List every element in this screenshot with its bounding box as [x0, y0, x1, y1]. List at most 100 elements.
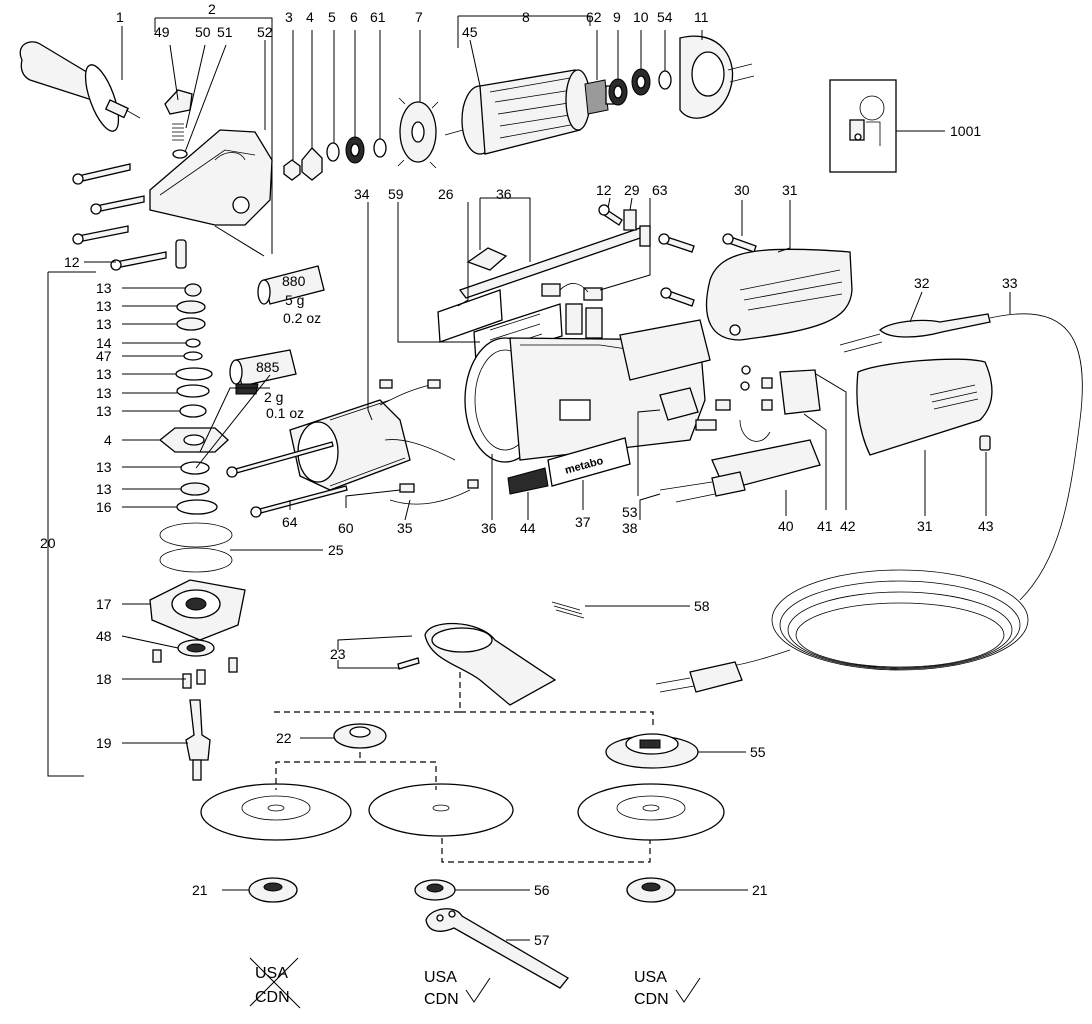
- gear-stack-parts: [158, 283, 229, 515]
- part-label: 17: [96, 596, 112, 612]
- part-label: 63: [652, 182, 668, 198]
- grease-tube-880: [257, 265, 325, 305]
- spanner-part: [425, 908, 569, 989]
- part-label: 49: [154, 24, 170, 40]
- region-mark-approved-center: USA CDN: [424, 969, 491, 1008]
- part-label: 13: [96, 481, 112, 497]
- part-label: 1: [116, 9, 124, 25]
- spindle-part: [185, 699, 211, 781]
- part-label: 34: [354, 186, 370, 202]
- switch-assembly-part: [659, 365, 821, 431]
- part-label: 40: [778, 518, 794, 534]
- support-flange-part: [333, 723, 387, 749]
- power-cord-part: [655, 313, 1083, 693]
- part-label: 13: [96, 403, 112, 419]
- grinding-disc-right: [577, 783, 725, 841]
- switch-detail-inset: [829, 79, 897, 173]
- seal-part: [177, 639, 215, 657]
- clamp-nut-left: [248, 877, 298, 903]
- wheel-guard-part: [397, 622, 557, 706]
- part-label: 3: [285, 9, 293, 25]
- brush-holder-parts: [541, 204, 637, 339]
- part-label: 25: [328, 542, 344, 558]
- gear-housing-part: [149, 129, 273, 269]
- stator-part: [289, 379, 456, 491]
- cross-mark-icon: [249, 957, 301, 1009]
- part-label: 33: [1002, 275, 1018, 291]
- check-mark-icon: [465, 977, 491, 1003]
- part-label: 7: [415, 9, 423, 25]
- check-mark-icon: [675, 977, 701, 1003]
- part-label: 21: [192, 882, 208, 898]
- part-label: 14: [96, 335, 112, 351]
- part-label: 64: [282, 514, 298, 530]
- bearing-flange-part: [149, 579, 246, 641]
- part-label: 11: [694, 9, 709, 25]
- part-label: 13: [96, 385, 112, 401]
- switch-rod-part: [458, 225, 651, 299]
- part-label: 10: [633, 9, 649, 25]
- part-label: 4: [104, 432, 112, 448]
- region-mark-line1: USA: [424, 969, 457, 986]
- bearing-seat-part: [679, 35, 755, 119]
- electronic-module-part: [659, 419, 821, 503]
- small-label-part: [507, 467, 549, 495]
- part-label: 16: [96, 499, 112, 515]
- o-ring-parts: [159, 522, 233, 573]
- part-label: 13: [96, 316, 112, 332]
- part-label: 48: [96, 628, 112, 644]
- part-label: 21: [752, 882, 768, 898]
- part-label: 41: [817, 518, 833, 534]
- connection-wires: [389, 479, 479, 505]
- part-label: 31: [782, 182, 798, 198]
- fuse-part: [979, 435, 991, 451]
- wire-clip-part: [551, 601, 585, 619]
- part-label: 35: [397, 520, 413, 536]
- region-mark-line2: CDN: [424, 991, 459, 1008]
- part-label: 13: [96, 459, 112, 475]
- region-mark-crossed: USA CDN: [249, 957, 301, 1009]
- part-label: 36: [496, 186, 512, 202]
- part-label: 59: [388, 186, 404, 202]
- part-label: 13: [96, 366, 112, 382]
- armature-part: [444, 69, 621, 155]
- part-label: 4: [306, 9, 314, 25]
- grease-tube-885: [229, 349, 297, 395]
- part-label: 29: [624, 182, 640, 198]
- part-label: 58: [694, 598, 710, 614]
- grease-885-annotation: 885 2 g 0.1 oz: [256, 359, 304, 421]
- handle-shell-lower: [856, 358, 993, 456]
- housing-screws: [72, 163, 167, 271]
- part-label: 43: [978, 518, 994, 534]
- leader-lines: [47, 15, 1011, 941]
- part-label: 56: [534, 882, 550, 898]
- grease-880-annotation: 880 5 g 0.2 oz: [282, 273, 321, 326]
- quick-nut-part: [605, 733, 699, 769]
- grease-885-code: 885: [256, 359, 280, 375]
- air-baffle-part: [397, 97, 439, 169]
- armature-bearings: [608, 68, 672, 106]
- part-label: 2: [208, 1, 216, 17]
- part-label: 9: [613, 9, 621, 25]
- part-label: 50: [195, 24, 211, 40]
- part-label: 61: [370, 9, 386, 25]
- part-label: 12: [64, 254, 80, 270]
- part-label: 26: [438, 186, 454, 202]
- part-label: 57: [534, 932, 550, 948]
- part-label: 13: [96, 298, 112, 314]
- grease-880-code: 880: [282, 273, 306, 289]
- region-mark-line2: CDN: [634, 991, 669, 1008]
- grease-885-ounces: 0.1 oz: [266, 405, 304, 421]
- part-label: 55: [750, 744, 766, 760]
- brand-plate-part: metabo: [547, 437, 631, 487]
- part-label: 20: [40, 535, 56, 551]
- cover-screws: [658, 233, 757, 307]
- grease-880-ounces: 0.2 oz: [283, 310, 321, 326]
- part-label: 32: [914, 275, 930, 291]
- part-label: 38: [622, 520, 638, 536]
- handle-shell-upper: [705, 248, 853, 341]
- part-label: 30: [734, 182, 750, 198]
- region-mark-line1: USA: [255, 965, 288, 982]
- motor-housing-part: [464, 319, 711, 463]
- part-label: 52: [257, 24, 273, 40]
